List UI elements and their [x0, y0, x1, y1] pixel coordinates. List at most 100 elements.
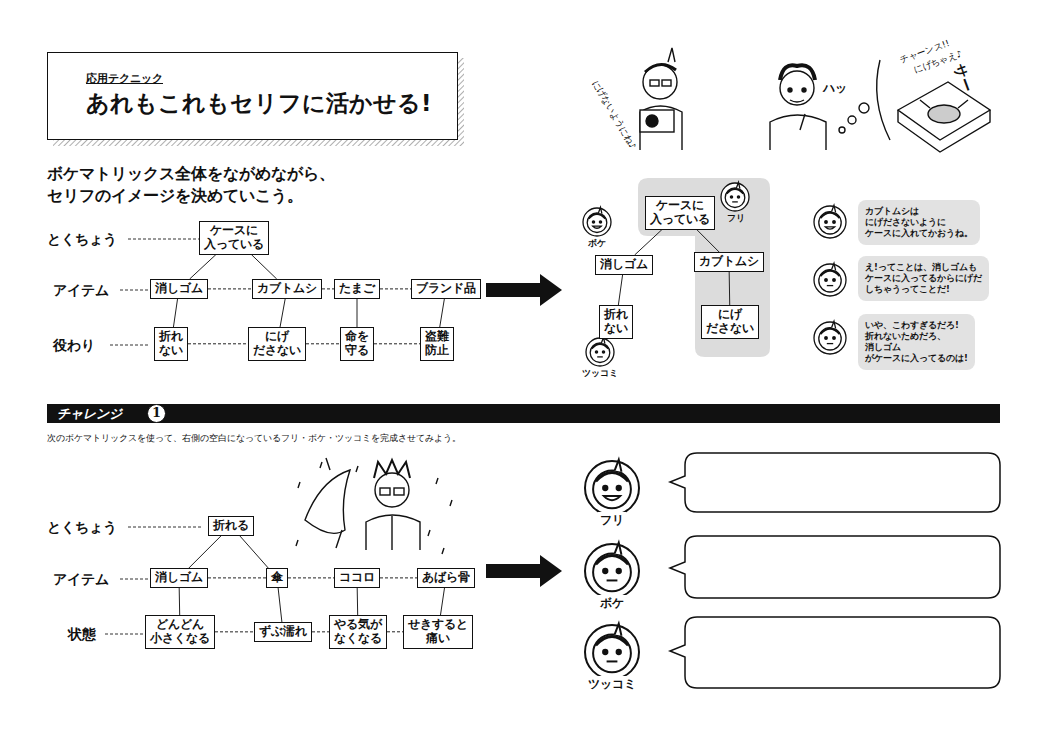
face-icon: [583, 207, 611, 236]
connector: [312, 631, 329, 632]
face-icon: [585, 543, 639, 598]
band-text: チャレンジ: [57, 405, 1000, 423]
box-text: ブランド品: [416, 282, 476, 296]
empty-bubbles: [670, 453, 1000, 688]
face-icon: [585, 460, 639, 515]
matrix-box: 消しゴム: [150, 568, 208, 588]
box-text: 折れる: [213, 519, 249, 533]
box-text: ケースに 入っている: [204, 224, 264, 252]
connector-line: [312, 631, 329, 632]
dialogue-text: え!ってことは、消しゴムも ケースに入ってるからにげだ しちゃうってことだ!: [865, 262, 982, 295]
big-arrow: [486, 274, 562, 306]
dialogue-text: カブトムシは にげださないように ケースに入れてかおうね。: [865, 206, 973, 239]
connector: [208, 288, 252, 289]
text-label: ボケ: [588, 237, 606, 250]
box-text: 傘: [271, 571, 283, 585]
connector-line: [697, 230, 719, 252]
connector-line: [322, 288, 334, 289]
matrix-box: 消しゴム: [150, 279, 208, 299]
text-label: ツッコミ: [582, 367, 618, 380]
connector: [190, 255, 216, 279]
text-label: にげないようにね♪: [589, 78, 639, 152]
wet-man-illustration: [296, 458, 452, 554]
subtitle: 応用テクニック: [86, 71, 457, 86]
connector-line: [380, 577, 417, 578]
connector-line: [179, 588, 181, 615]
dialogue-bubble: え!ってことは、消しゴムも ケースに入ってるからにげだ しちゃうってことだ!: [858, 256, 989, 301]
connector: [697, 230, 719, 252]
text-label: 次のボケマトリックスを使って、右側の空白になっているフリ・ボケ・ツッコミを完成さ…: [47, 432, 461, 445]
text-label: ボケ: [598, 595, 626, 612]
face-icon: [586, 337, 614, 366]
challenge-band: チャレンジ1: [47, 404, 1000, 423]
box-text: 盗難 防止: [425, 330, 449, 358]
connector: [357, 299, 358, 327]
box-text: 消しゴム: [155, 282, 203, 296]
box-text: 消しゴム: [600, 258, 648, 272]
connector-line: [208, 288, 252, 289]
connector: [618, 275, 622, 305]
matrix-box: ケースに 入っている: [645, 196, 715, 230]
connector: [240, 536, 268, 568]
connector-line: [280, 299, 285, 327]
matrix-box: 傘: [266, 568, 288, 588]
matrix-box: どんどん 小さくなる: [145, 615, 215, 649]
face-icon: [585, 624, 639, 679]
face-icon: [814, 205, 846, 238]
matrix-box: にげ ださない: [248, 327, 306, 361]
matrix-box: 折れる: [208, 516, 254, 536]
text-label: 状態: [68, 626, 96, 644]
connector-line: [729, 272, 731, 305]
text-label: とくちょう: [47, 519, 117, 537]
connector: [440, 299, 445, 327]
connector: [387, 631, 403, 632]
connector-line: [208, 577, 266, 578]
connector-line: [188, 343, 248, 344]
text-label: とくちょう: [47, 231, 117, 249]
box-text: 折れ ない: [604, 308, 628, 336]
connector: [440, 588, 444, 615]
connector: [251, 255, 276, 279]
box-text: ずぶ濡れ: [259, 625, 307, 639]
text-label: ボケマトリックス全体をながめながら、 セリフのイメージを決めていこう。: [47, 163, 335, 208]
connector: [322, 288, 334, 289]
matrix-box: ブランド品: [411, 279, 481, 299]
dialogue-text: いや、こわすぎるだろ! 折れないためだろ、消しゴム がケースに入ってるのは!: [865, 320, 968, 364]
matrix-box: やる気が なくなる: [329, 615, 387, 649]
text-label: アイテム: [53, 282, 109, 300]
matrix-box: ココロ: [334, 568, 380, 588]
connector: [189, 536, 221, 568]
text-label: ハッ: [823, 80, 847, 97]
connector-line: [635, 230, 662, 255]
text-label: フリ: [598, 512, 626, 529]
connector: [357, 588, 359, 615]
connector-line: [440, 299, 445, 327]
dialogue-bubble: いや、こわすぎるだろ! 折れないためだろ、消しゴム がケースに入ってるのは!: [858, 314, 975, 370]
face-icon: [814, 321, 846, 354]
number-circle: 1: [147, 404, 166, 423]
face-icon: [814, 263, 846, 296]
box-text: あばら骨: [422, 571, 470, 585]
connector-line: [278, 588, 282, 622]
box-text: 折れ ない: [159, 330, 183, 358]
matrix-box: 折れ ない: [154, 327, 188, 361]
connector-line: [306, 343, 340, 344]
matrix-box: 盗難 防止: [420, 327, 454, 361]
box-text: カブトムシ: [699, 255, 759, 269]
connector: [288, 577, 334, 578]
connector: [215, 631, 254, 632]
connector: [179, 588, 181, 615]
connector: [380, 577, 417, 578]
grey-panel: [638, 178, 770, 357]
connector-line: [357, 299, 358, 327]
matrix-box: カブトムシ: [694, 252, 764, 272]
box-text: 消しゴム: [155, 571, 203, 585]
box-text: どんどん 小さくなる: [150, 618, 210, 646]
text-label: ツッコミ: [586, 676, 638, 693]
connector: [635, 230, 662, 255]
connector-line: [387, 631, 403, 632]
box-text: カブトムシ: [257, 282, 317, 296]
connector-line: [240, 536, 268, 568]
connector-line: [288, 577, 334, 578]
